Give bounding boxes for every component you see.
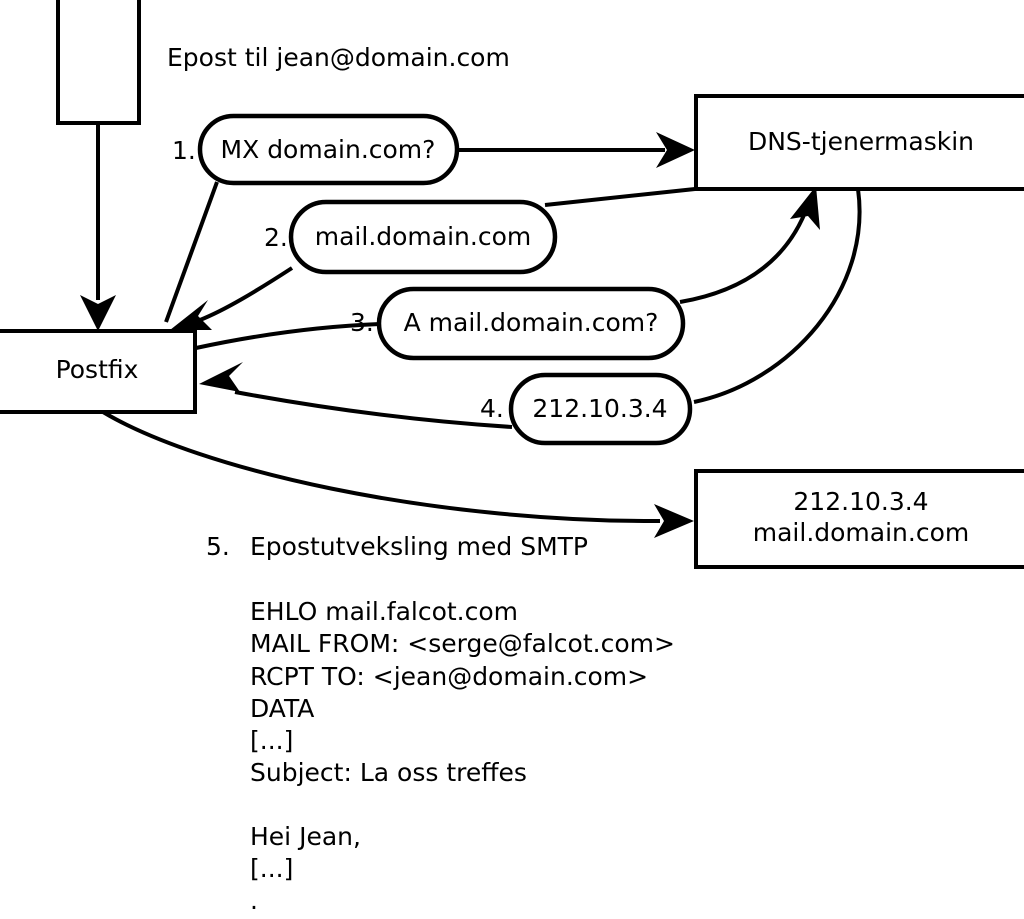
- edge-postfix-to-step3: [195, 322, 381, 350]
- smtp-line-2: RCPT TO: <jean@domain.com>: [250, 662, 648, 691]
- edge-postfix-to-mailserver: [101, 410, 694, 538]
- step-1-label: MX domain.com?: [221, 135, 436, 164]
- step-2-label: mail.domain.com: [315, 222, 531, 251]
- edge-dns-to-step2: [544, 187, 696, 207]
- node-mail-server-hostname: mail.domain.com: [753, 518, 969, 547]
- smtp-line-5: Subject: La oss treffes: [250, 758, 527, 787]
- step-5-number: 5.: [206, 532, 230, 561]
- smtp-line-0: EHLO mail.falcot.com: [250, 597, 518, 626]
- caption-email-to: Epost til jean@domain.com: [167, 43, 510, 72]
- smtp-line-8: [...]: [250, 854, 293, 883]
- step-bubble-3: 3. A mail.domain.com?: [350, 286, 686, 361]
- smtp-line-3: DATA: [250, 694, 314, 723]
- smtp-transcript: EHLO mail.falcot.com MAIL FROM: <serge@f…: [250, 597, 675, 915]
- step-2-number: 2.: [264, 223, 288, 252]
- node-client-box: [56, 0, 141, 125]
- node-dns-server: DNS-tjenermaskin: [694, 94, 1024, 191]
- step-bubble-4: 4. 212.10.3.4: [480, 372, 693, 446]
- smtp-line-7: Hei Jean,: [250, 822, 361, 851]
- edge-step2-to-postfix: [170, 266, 294, 330]
- smtp-line-4: [...]: [250, 726, 293, 755]
- step-bubble-1: 1. MX domain.com?: [172, 113, 460, 186]
- node-postfix-label: Postfix: [56, 355, 139, 384]
- node-mail-server-ip: 212.10.3.4: [793, 487, 928, 516]
- node-postfix: Postfix: [0, 329, 197, 414]
- step-4-label: 212.10.3.4: [532, 394, 667, 423]
- step-3-label: A mail.domain.com?: [404, 308, 659, 337]
- edge-client-to-postfix: [80, 124, 116, 331]
- edge-dns-to-step4: [693, 188, 862, 404]
- node-dns-server-label: DNS-tjenermaskin: [748, 127, 974, 156]
- edge-step1-origin-postfix: [164, 181, 219, 323]
- edge-step4-to-postfix: [199, 362, 513, 429]
- step-bubble-2: 2. mail.domain.com: [264, 199, 558, 275]
- edge-step3-to-dns: [679, 186, 820, 304]
- smtp-line-1: MAIL FROM: <serge@falcot.com>: [250, 629, 675, 658]
- step-5-label: Epostutveksling med SMTP: [250, 532, 588, 561]
- step-1-number: 1.: [172, 136, 196, 165]
- step-3-number: 3.: [350, 308, 374, 337]
- step-4-number: 4.: [480, 394, 504, 423]
- node-mail-server: 212.10.3.4 mail.domain.com: [694, 469, 1024, 569]
- smtp-line-9: .: [250, 886, 258, 915]
- edge-step1-to-dns: [457, 132, 695, 168]
